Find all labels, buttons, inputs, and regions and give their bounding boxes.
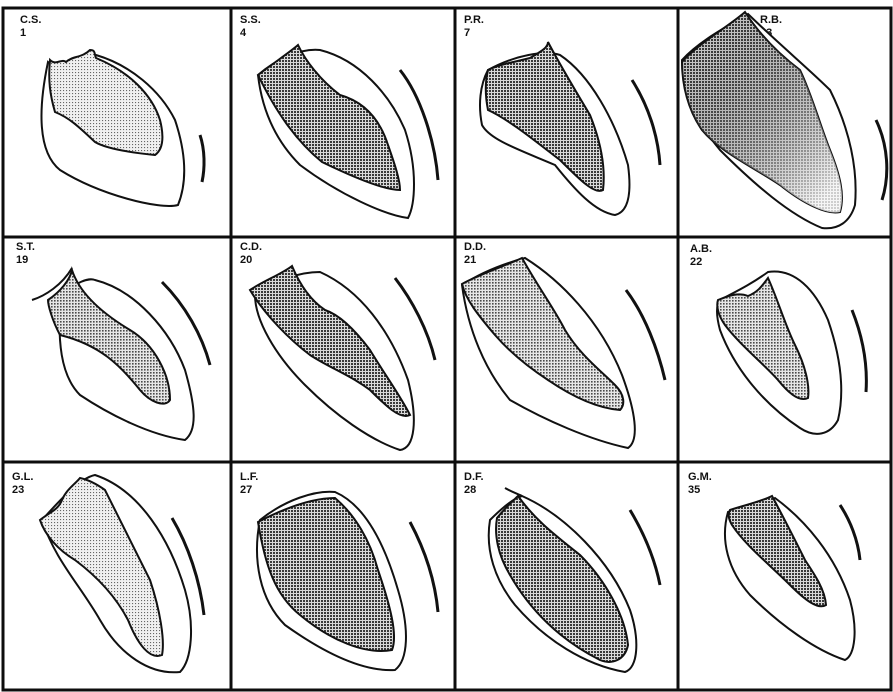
panel-1-initials: C.S. — [20, 14, 41, 26]
panel-4-number: 4 — [240, 27, 247, 39]
panel-27: L.F. 27 — [240, 471, 438, 670]
panel-7: P.R. 7 — [464, 14, 660, 215]
panel-28-initials: D.F. — [464, 471, 484, 483]
panel-28-tip — [505, 488, 522, 496]
panel-28: D.F. 28 — [464, 471, 660, 672]
panel-13-initials: R.B. — [760, 14, 782, 26]
panel-21-initials: D.D. — [464, 241, 486, 253]
panel-27-cavity — [258, 498, 394, 651]
panel-1-epicardial-arc — [200, 135, 204, 182]
panel-13-epicardial-arc — [876, 120, 887, 200]
panel-19-initials: S.T. — [16, 241, 35, 253]
panel-28-number: 28 — [464, 484, 476, 496]
panel-27-epicardial-arc — [410, 522, 438, 612]
panel-22-initials: A.B. — [690, 243, 712, 255]
panel-22-epicardial-arc — [852, 310, 866, 392]
panel-7-cavity — [486, 42, 604, 191]
panel-20-initials: C.D. — [240, 241, 262, 253]
panel-20: C.D. 20 — [240, 241, 435, 450]
panel-23-cavity — [40, 478, 163, 656]
panel-23: G.L. 23 — [12, 471, 204, 672]
panel-7-initials: P.R. — [464, 14, 484, 26]
panel-22-number: 22 — [690, 256, 702, 268]
panel-22: A.B. 22 — [690, 243, 866, 434]
panel-35: G.M. 35 — [688, 471, 860, 660]
panel-27-initials: L.F. — [240, 471, 258, 483]
panel-19: S.T. 19 — [16, 241, 210, 440]
panel-20-number: 20 — [240, 254, 252, 266]
panel-27-number: 27 — [240, 484, 252, 496]
panel-7-number: 7 — [464, 27, 470, 39]
panel-23-number: 23 — [12, 484, 24, 496]
panel-1-number: 1 — [20, 27, 26, 39]
panel-21-number: 21 — [464, 254, 476, 266]
panel-21: D.D. 21 — [462, 241, 665, 448]
panel-4: S.S. 4 — [240, 14, 438, 218]
panel-23-initials: G.L. — [12, 471, 33, 483]
panel-35-number: 35 — [688, 484, 700, 496]
panel-35-initials: G.M. — [688, 471, 712, 483]
panel-7-epicardial-arc — [632, 80, 660, 165]
panel-19-number: 19 — [16, 254, 28, 266]
panel-1: C.S. 1 — [20, 14, 204, 206]
panel-28-epicardial-arc — [630, 510, 660, 585]
panel-21-epicardial-arc — [626, 290, 665, 380]
panel-20-epicardial-arc — [395, 278, 435, 360]
panel-35-epicardial-arc — [840, 505, 860, 560]
panel-4-initials: S.S. — [240, 14, 261, 26]
panel-13: R.B. 13 — [682, 12, 887, 228]
